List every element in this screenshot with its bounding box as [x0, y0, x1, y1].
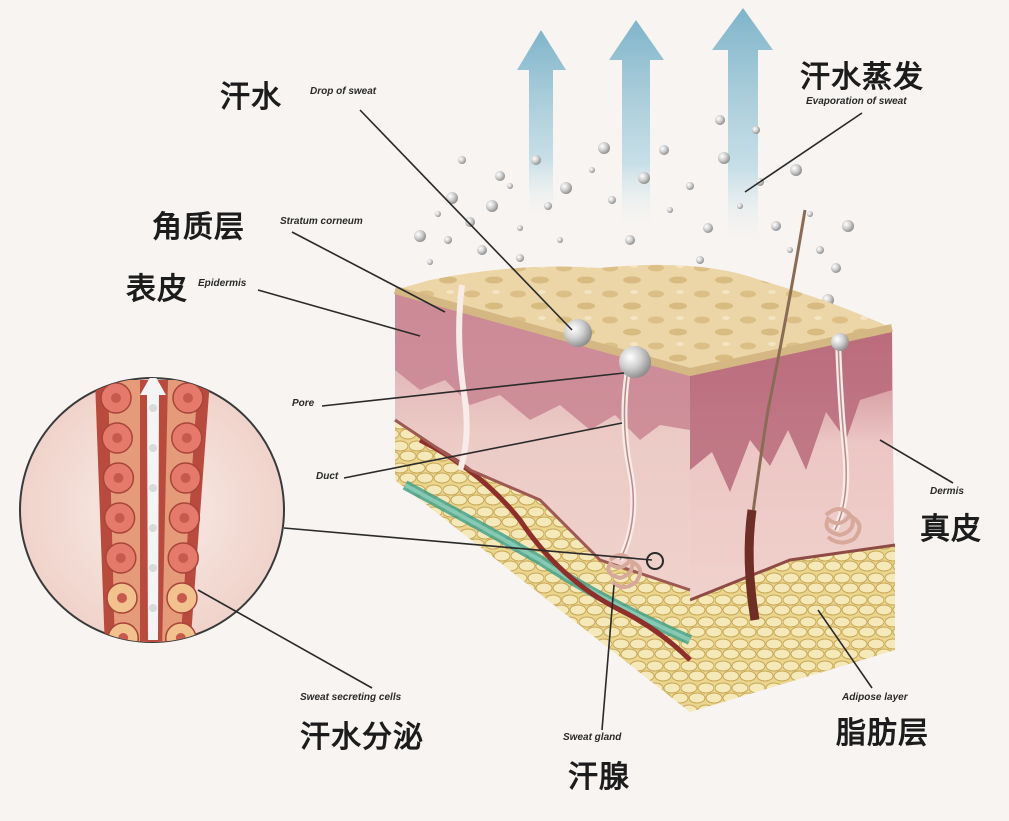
- label-epidermis-zh: 表皮: [126, 264, 188, 308]
- label-stratum-corneum-zh: 角质层: [152, 202, 245, 246]
- vapor-droplet: [414, 230, 426, 242]
- cell-nucleus: [181, 473, 191, 483]
- evaporation-arrow: [517, 30, 566, 215]
- vapor-droplet: [659, 145, 669, 155]
- vapor-droplet: [816, 246, 824, 254]
- label-stratum-corneum-en: Stratum corneum: [280, 216, 363, 227]
- lumen-droplet: [149, 524, 157, 532]
- vapor-droplet: [703, 223, 713, 233]
- cell-nucleus: [179, 513, 189, 523]
- label-dermis-zh: 真皮: [920, 504, 982, 548]
- vapor-droplet: [787, 247, 793, 253]
- cell-nucleus: [115, 513, 125, 523]
- cell-nucleus: [182, 433, 192, 443]
- lumen-droplet: [149, 484, 157, 492]
- vapor-droplet: [486, 200, 498, 212]
- label-adipose-layer-zh: 脂肪层: [836, 708, 929, 752]
- vapor-droplet: [842, 220, 854, 232]
- lumen-droplet: [149, 604, 157, 612]
- cell-nucleus: [178, 553, 188, 563]
- vapor-droplet: [589, 167, 595, 173]
- label-sweat-secreting-cells-en: Sweat secreting cells: [300, 692, 401, 703]
- sweat-gland-zoom-inset: [20, 372, 284, 653]
- vapor-droplet: [435, 211, 441, 217]
- vapor-droplet: [638, 172, 650, 184]
- vapor-droplet: [598, 142, 610, 154]
- label-pore-en: Pore: [292, 398, 314, 409]
- vapor-droplet: [752, 126, 760, 134]
- vapor-droplet: [427, 259, 433, 265]
- vapor-droplet: [696, 256, 704, 264]
- label-epidermis-en: Epidermis: [198, 278, 246, 289]
- vapor-droplet: [507, 183, 513, 189]
- vapor-droplet: [531, 155, 541, 165]
- label-drop-of-sweat-zh: 汗水: [220, 72, 282, 116]
- cell-nucleus: [113, 473, 123, 483]
- label-adipose-layer-en: Adipose layer: [842, 692, 908, 703]
- label-evaporation-zh: 汗水蒸发: [800, 52, 924, 96]
- vapor-droplet: [807, 211, 813, 217]
- vapor-droplet: [477, 245, 487, 255]
- vapor-droplet: [608, 196, 616, 204]
- vapor-droplet: [718, 152, 730, 164]
- evaporation-arrows: [517, 8, 773, 240]
- vapor-droplet: [667, 207, 673, 213]
- vapor-droplet: [715, 115, 725, 125]
- lumen-droplet: [149, 404, 157, 412]
- lumen-droplet: [149, 444, 157, 452]
- leader-sweat-cells: [198, 590, 372, 688]
- cell-nucleus: [111, 393, 121, 403]
- vapor-droplet: [790, 164, 802, 176]
- vapor-droplet: [737, 203, 743, 209]
- vapor-droplet: [831, 263, 841, 273]
- label-sweat-gland-en: Sweat gland: [563, 732, 621, 743]
- label-sweat-secreting-cells-zh: 汗水分泌: [300, 712, 424, 756]
- vapor-droplet: [458, 156, 466, 164]
- leader-evaporation: [745, 113, 862, 192]
- sweat-drop: [564, 319, 592, 347]
- vapor-droplet: [444, 236, 452, 244]
- sweat-drop: [831, 333, 849, 351]
- vapor-droplet: [560, 182, 572, 194]
- evaporation-arrow: [609, 20, 664, 225]
- vapor-droplet: [686, 182, 694, 190]
- vapor-droplet: [465, 217, 475, 227]
- vapor-droplet: [625, 235, 635, 245]
- vapor-droplet: [495, 171, 505, 181]
- cell-nucleus: [177, 593, 187, 603]
- cell-nucleus: [117, 593, 127, 603]
- cell-nucleus: [112, 433, 122, 443]
- cell-nucleus: [183, 393, 193, 403]
- vapor-droplet: [544, 202, 552, 210]
- vapor-droplet: [771, 221, 781, 231]
- lumen-droplet: [149, 644, 157, 652]
- vapor-droplet: [516, 254, 524, 262]
- label-dermis-en: Dermis: [930, 486, 964, 497]
- label-sweat-gland-zh: 汗腺: [568, 752, 630, 796]
- label-drop-of-sweat-en: Drop of sweat: [310, 86, 376, 97]
- lumen-droplet: [149, 564, 157, 572]
- label-duct-en: Duct: [316, 471, 338, 482]
- vapor-droplet: [557, 237, 563, 243]
- cell-nucleus: [116, 553, 126, 563]
- leader-stratum-corneum: [292, 232, 445, 312]
- label-evaporation-en: Evaporation of sweat: [806, 96, 907, 107]
- vapor-droplet: [517, 225, 523, 231]
